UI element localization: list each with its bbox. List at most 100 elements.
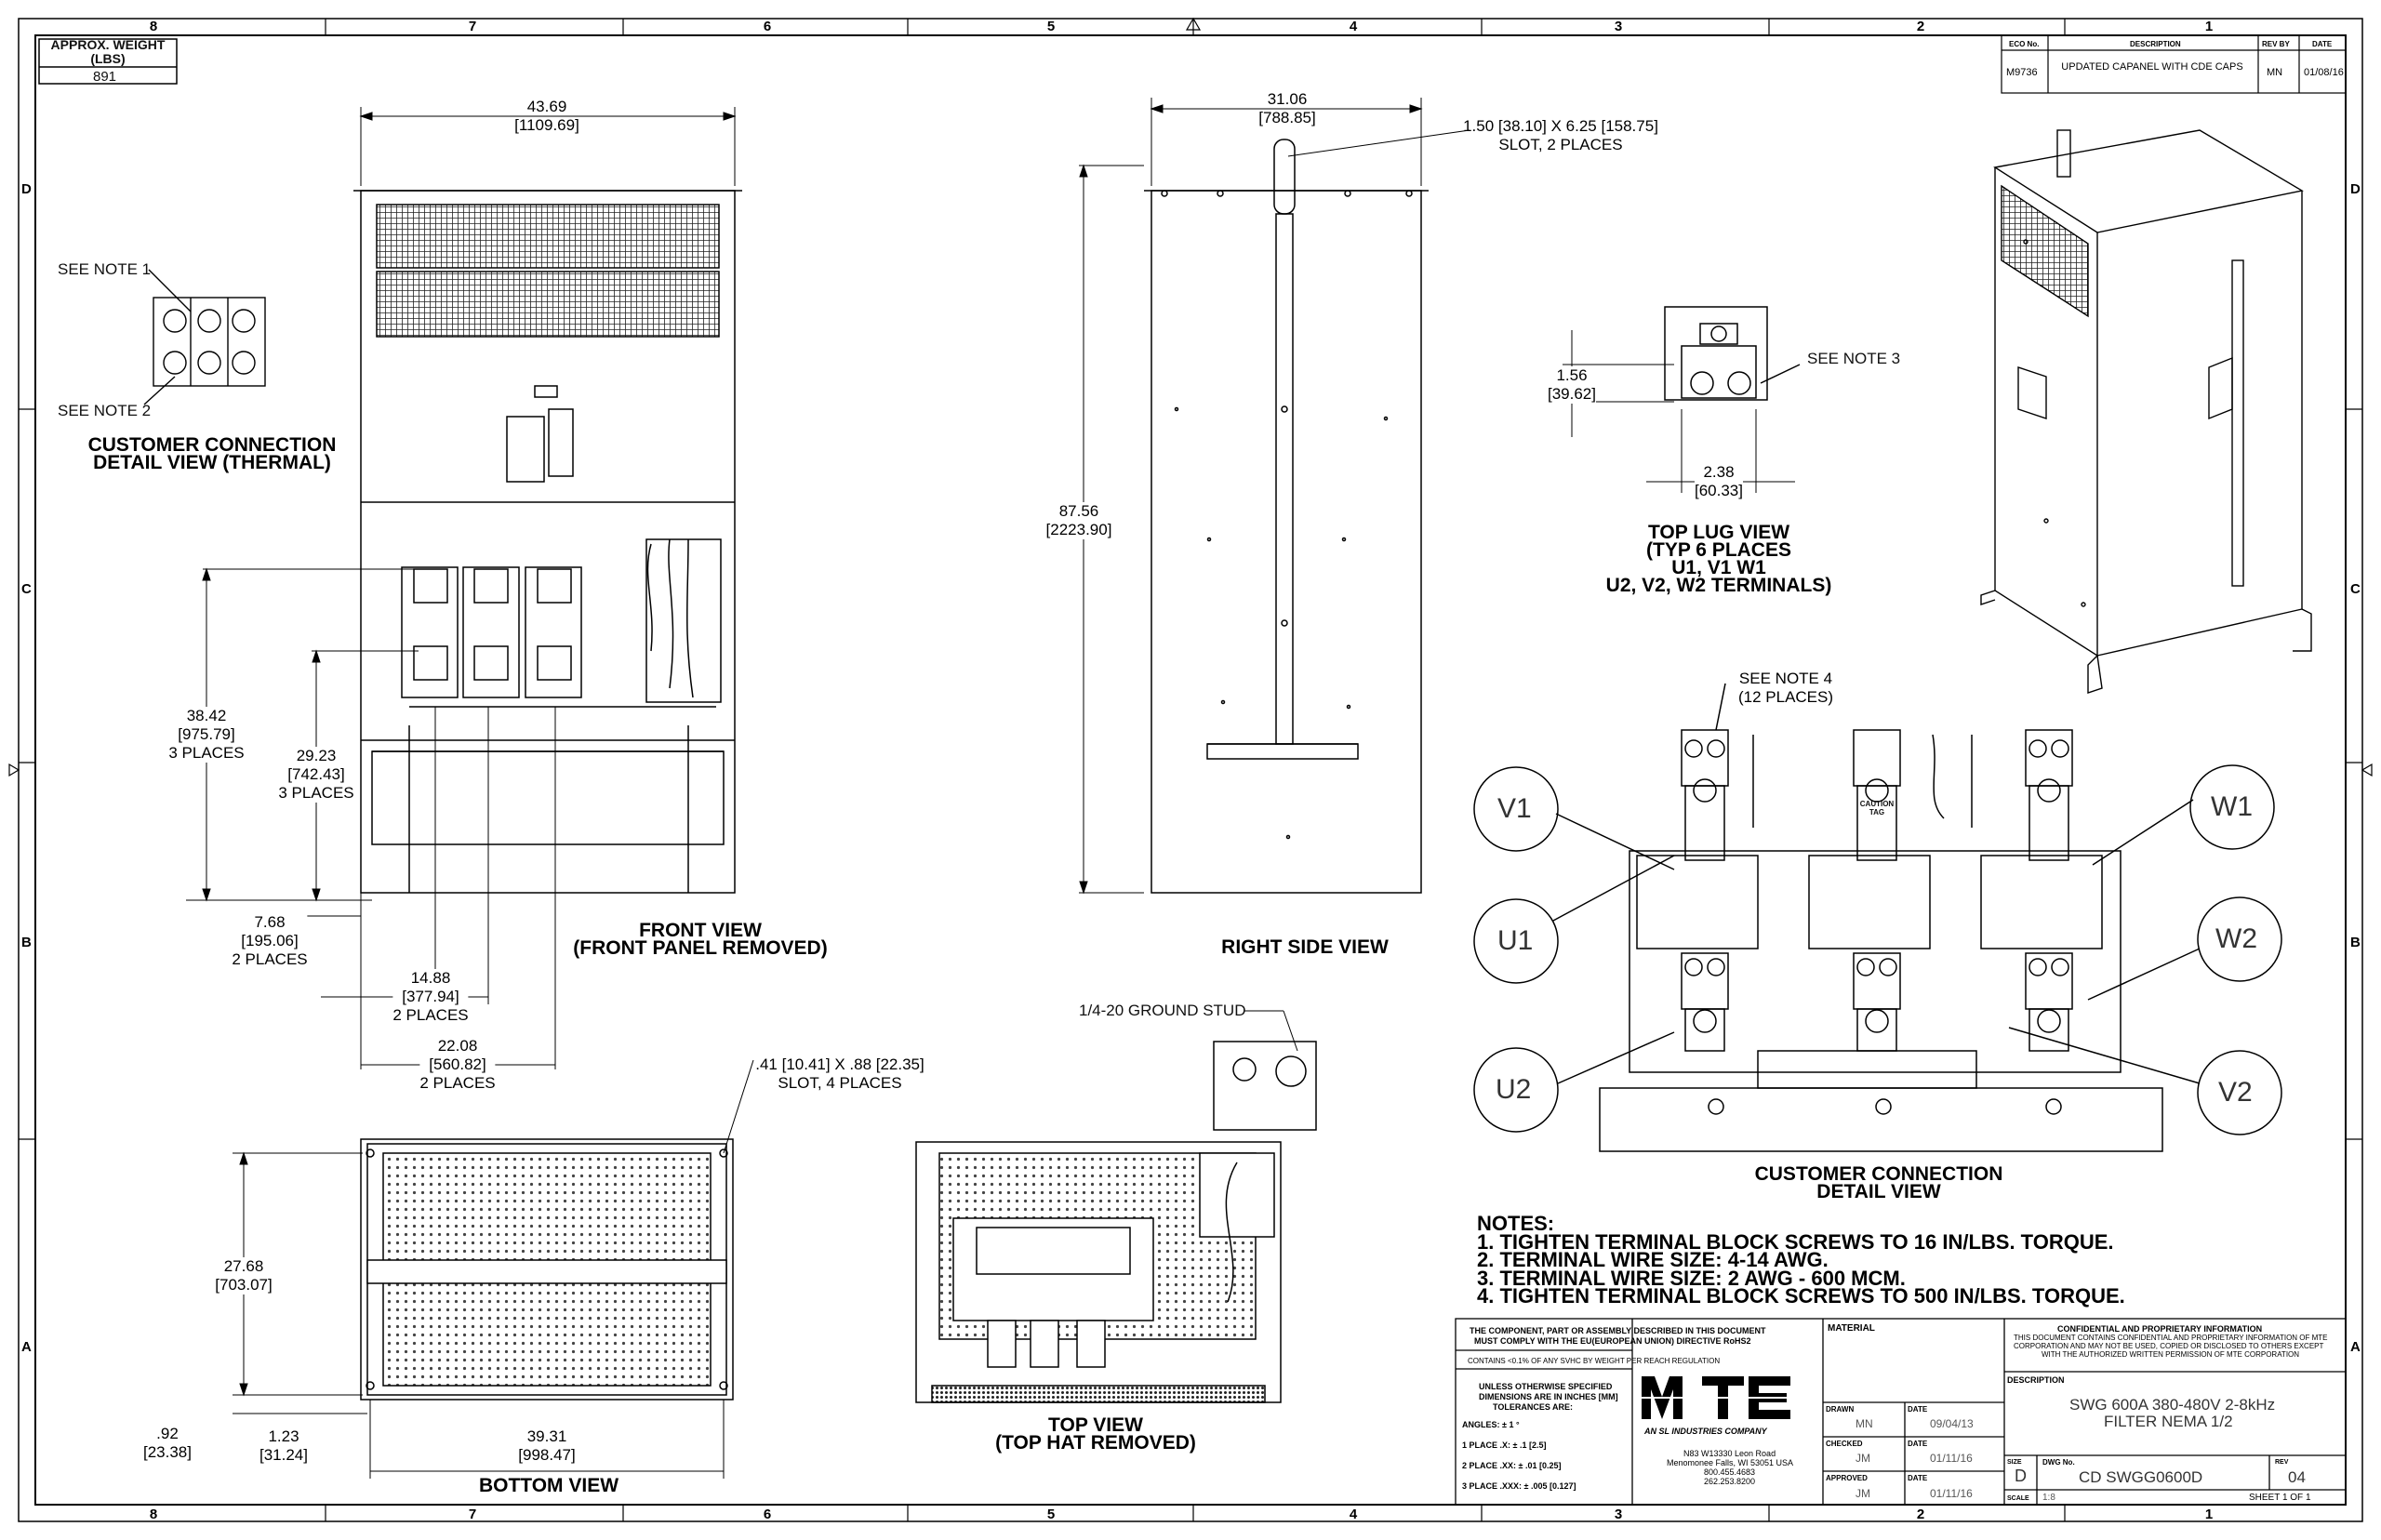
zone-row-a-right: A — [2350, 1339, 2361, 1355]
tb-approved: JM — [1856, 1487, 1870, 1500]
revision-block — [2001, 34, 2347, 94]
terminal-u2: U2 — [1496, 1074, 1532, 1105]
side-slot-note: 1.50 [38.10] X 6.25 [158.75]SLOT, 2 PLAC… — [1463, 117, 1658, 153]
tb-tol-3: TOLERANCES ARE: — [1493, 1402, 1574, 1412]
tb-conf-title: CONFIDENTIAL AND PROPRIETARY INFORMATION — [2057, 1324, 2263, 1334]
front-view-dimensions — [186, 107, 737, 1069]
zone-col-1-bottom: 1 — [2204, 1507, 2214, 1522]
zone-col-6: 6 — [763, 19, 772, 34]
thermal-detail-drawing — [143, 269, 266, 405]
connection-detail-drawing — [1473, 683, 2282, 1152]
tb-size-label: SIZE — [2007, 1459, 2022, 1466]
front-h2-dim: 29.23[742.43]3 PLACES — [278, 747, 354, 803]
zone-col-8: 8 — [149, 19, 158, 34]
side-title: RIGHT SIDE VIEW — [1221, 936, 1389, 958]
zone-col-3-bottom: 3 — [1614, 1507, 1623, 1522]
tb-sheet: SHEET 1 OF 1 — [2249, 1493, 2311, 1503]
bottom-title: BOTTOM VIEW — [478, 1475, 619, 1496]
tb-place-3: 3 PLACE .XXX: ± .005 [0.127] — [1462, 1481, 1576, 1491]
front-width-dim: 43.69[1109.69] — [514, 98, 579, 134]
terminal-v1: V1 — [1497, 793, 1532, 824]
tb-approved-date: 01/11/16 — [1930, 1487, 1973, 1500]
tb-scale: 1:8 — [2042, 1493, 2055, 1503]
tb-place-2: 2 PLACE .XX: ± .01 [0.25] — [1462, 1461, 1562, 1470]
tb-addr-2: Menomonee Falls, WI 53051 USA — [1667, 1458, 1794, 1467]
tb-conf-1: THIS DOCUMENT CONTAINS CONFIDENTIAL AND … — [2014, 1334, 2328, 1342]
side-height-dim: 87.56[2223.90] — [1045, 502, 1112, 539]
terminal-w2: W2 — [2215, 923, 2257, 954]
tb-approved-label: APPROVED — [1826, 1474, 1868, 1482]
tb-material: MATERIAL — [1828, 1323, 1875, 1334]
lug-w-dim: 2.38[60.33] — [1695, 463, 1743, 500]
tb-drawn-date: 09/04/13 — [1930, 1417, 1974, 1430]
tb-desc-1: SWG 600A 380-480V 2-8kHz — [2069, 1396, 2276, 1414]
zone-row-b: B — [21, 935, 32, 950]
tb-rev: 04 — [2288, 1468, 2306, 1486]
thermal-note-2: SEE NOTE 2 — [58, 402, 152, 419]
lug-title-1: TOP LUG VIEW — [1647, 522, 1790, 543]
front-h1-dim: 38.42[975.79]3 PLACES — [168, 707, 245, 763]
tb-dwg: CD SWGG0600D — [2079, 1468, 2203, 1486]
notes-heading: NOTES: — [1477, 1212, 1555, 1235]
drawing-border — [8, 17, 2373, 1522]
side-view-dimensions — [1079, 98, 1470, 895]
front-d2-dim: 14.88[377.94]2 PLACES — [392, 969, 469, 1025]
tb-compliance-2: MUST COMPLY WITH THE EU(EUROPEAN UNION) … — [1474, 1336, 1751, 1346]
tb-addr-3: 800.455.4683 — [1704, 1467, 1756, 1477]
note-4: 4. TIGHTEN TERMINAL BLOCK SCREWS TO 500 … — [1477, 1284, 2125, 1308]
zone-row-c: C — [21, 581, 32, 597]
detail-title-1: CUSTOMER CONNECTION — [1754, 1163, 2003, 1185]
tb-checked-date-label: DATE — [1908, 1440, 1928, 1448]
terminal-u1: U1 — [1497, 925, 1534, 956]
tb-addr-4: 262.253.8200 — [1704, 1477, 1756, 1486]
tb-addr-1: N83 W13330 Leon Road — [1683, 1449, 1776, 1458]
front-title-2: (FRONT PANEL REMOVED) — [573, 937, 828, 959]
isometric-view-drawing — [1980, 129, 2312, 694]
tb-checked-label: CHECKED — [1826, 1440, 1863, 1448]
terminal-v2: V2 — [2218, 1077, 2253, 1108]
tb-dwg-label: DWG No. — [2042, 1458, 2075, 1467]
tb-tol-1: UNLESS OTHERWISE SPECIFIED — [1479, 1382, 1613, 1391]
zone-col-1: 1 — [2204, 19, 2214, 34]
mte-logo — [1637, 1372, 1819, 1423]
weight-box — [38, 38, 178, 85]
bottom-w-dim: 39.31[998.47] — [518, 1427, 576, 1465]
tb-compliance-1: THE COMPONENT, PART OR ASSEMBLY DESCRIBE… — [1470, 1326, 1766, 1335]
weight-value: 891 — [93, 69, 117, 85]
top-title-1: TOP VIEW — [1048, 1414, 1143, 1436]
terminal-w1: W1 — [2211, 791, 2253, 822]
rev-date: 01/08/16 — [2304, 67, 2344, 78]
zone-row-d: D — [21, 181, 32, 197]
zone-col-8-bottom: 8 — [149, 1507, 158, 1522]
zone-col-7: 7 — [468, 19, 477, 34]
lug-note: SEE NOTE 3 — [1807, 350, 1901, 367]
rev-header-revby: REV BY — [2262, 40, 2290, 48]
zone-col-7-bottom: 7 — [468, 1507, 477, 1522]
front-d3-dim: 22.08[560.82]2 PLACES — [419, 1037, 496, 1093]
tb-drawn: MN — [1856, 1417, 1873, 1430]
bottom-d1-dim: .92[23.38] — [143, 1425, 192, 1461]
caution-tag: CAUTION TAG — [1859, 800, 1895, 816]
top-lug-drawing — [1664, 306, 1801, 401]
zone-col-5-bottom: 5 — [1046, 1507, 1056, 1522]
tb-logo-sub: AN SL INDUSTRIES COMPANY — [1644, 1427, 1767, 1436]
tb-conf-3: WITH THE AUTHORIZED WRITTEN PERMISSION O… — [2042, 1350, 2300, 1359]
note-2: 2. TERMINAL WIRE SIZE: 4-14 AWG. — [1477, 1248, 1829, 1271]
bottom-slot-note: .41 [10.41] X .88 [22.35]SLOT, 4 PLACES — [755, 1055, 924, 1092]
bottom-d2-dim: 1.23[31.24] — [259, 1427, 308, 1464]
rev-header-eco: ECO No. — [2009, 40, 2040, 48]
zone-row-c-right: C — [2350, 581, 2361, 597]
rev-eco: M9736 — [2006, 67, 2038, 78]
lug-title-2: (TYP 6 PLACES — [1646, 539, 1791, 561]
weight-label: APPROX. WEIGHT (LBS) — [50, 37, 166, 66]
zone-row-d-right: D — [2350, 181, 2361, 197]
top-view-ground-leader — [1244, 1010, 1298, 1052]
lug-h-dim: 1.56[39.62] — [1548, 366, 1596, 404]
note-3: 3. TERMINAL WIRE SIZE: 2 AWG - 600 MCM. — [1477, 1266, 1906, 1290]
thermal-note-1: SEE NOTE 1 — [58, 260, 152, 278]
lug-title-4: U2, V2, W2 TERMINALS) — [1605, 575, 1832, 596]
top-title-2: (TOP HAT REMOVED) — [995, 1432, 1196, 1454]
zone-col-2: 2 — [1916, 19, 1925, 34]
zone-col-3: 3 — [1614, 19, 1623, 34]
tb-drawn-date-label: DATE — [1908, 1405, 1928, 1414]
